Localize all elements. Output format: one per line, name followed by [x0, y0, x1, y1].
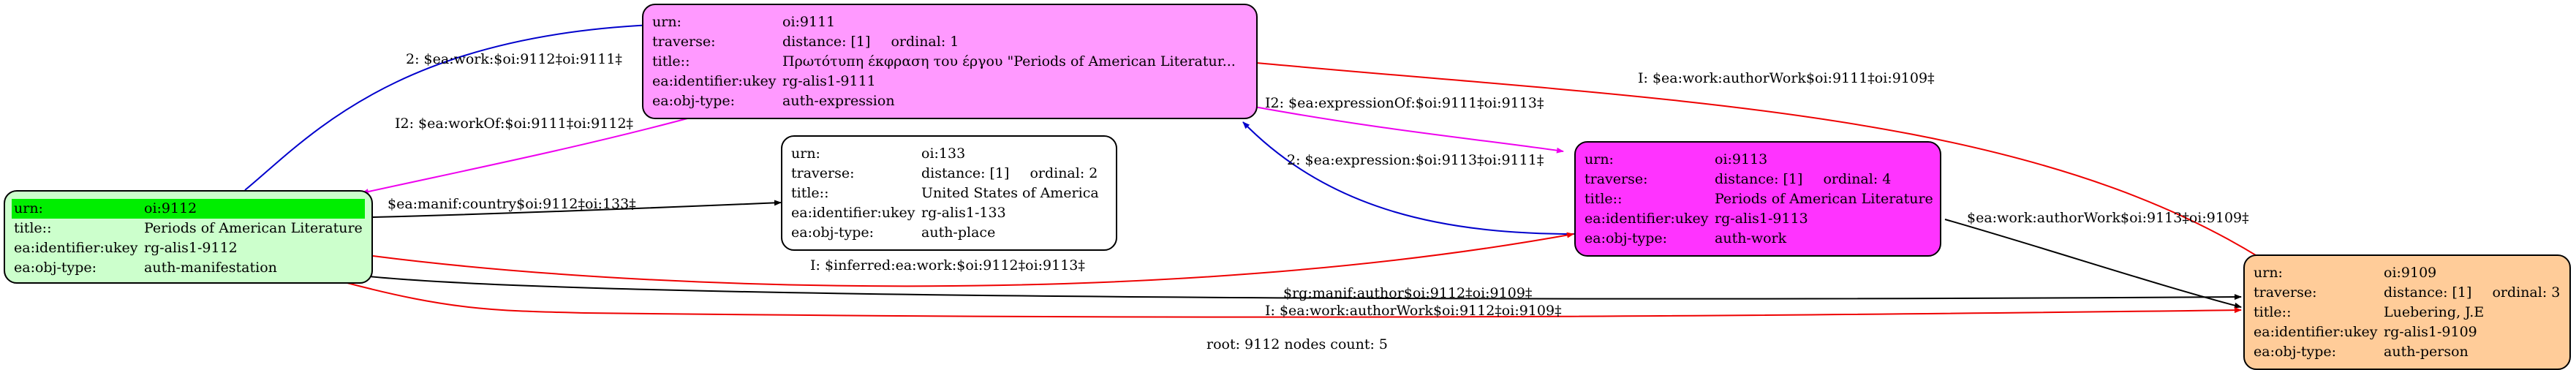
traverse-key: traverse: — [1584, 171, 1648, 187]
edge-expression-of — [1250, 105, 1564, 154]
node-person[interactable]: urn: oi:9109 traverse: distance: [1] ordina… — [2243, 254, 2571, 370]
title-value: United States of America — [921, 185, 1099, 201]
title-value: Luebering, J.E — [2384, 304, 2485, 320]
traverse-key: traverse: — [791, 165, 855, 181]
title-key: title:: — [652, 53, 690, 69]
title-value: Periods of American Literature — [1715, 191, 1933, 207]
title-value: Periods of American Literature — [144, 220, 363, 236]
ukey-key: ea:identifier:ukey — [791, 205, 915, 221]
edge-manif-author — [361, 275, 2242, 301]
ukey-value: rg-alis1-9112 — [144, 240, 238, 256]
urn-value: oi:9112 — [144, 200, 197, 216]
ordinal-value: ordinal: 3 — [2492, 284, 2561, 301]
ukey-value: rg-alis1-9113 — [1715, 211, 1808, 227]
type-key: ea:obj-type: — [652, 93, 736, 109]
ukey-key: ea:identifier:ukey — [2254, 324, 2378, 340]
type-value: auth-work — [1715, 230, 1787, 246]
ukey-key: ea:identifier:ukey — [1584, 211, 1709, 227]
edge-label-manif-author: $rg:manif:author$oi:9112‡oi:9109‡ — [1283, 285, 1533, 301]
edge-work — [244, 22, 654, 191]
urn-key: urn: — [791, 146, 820, 162]
node-expression[interactable]: urn: oi:9111 traverse: distance: [1] ordina… — [642, 4, 1258, 119]
urn-key: urn: — [652, 14, 681, 30]
ukey-key: ea:identifier:ukey — [14, 240, 138, 256]
edge-manif-country — [372, 200, 782, 218]
edge-label-manif-country: $ea:manif:country$oi:9112‡oi:133‡ — [388, 196, 636, 212]
node-manifestation-root[interactable]: urn: oi:9112 title::Periods of American L… — [4, 190, 373, 284]
urn-key: urn: — [2254, 265, 2283, 281]
ukey-value: rg-alis1-9111 — [782, 73, 876, 89]
traverse-key: traverse: — [652, 34, 716, 50]
title-key: title:: — [2254, 304, 2292, 320]
edge-label-expression-of: I2: $ea:expressionOf:$oi:9111‡oi:9113‡ — [1265, 95, 1544, 111]
type-value: auth-expression — [782, 93, 895, 109]
edge-label-author-work-9113: $ea:work:authorWork$oi:9113‡oi:9109‡ — [1967, 210, 2249, 226]
node-work[interactable]: urn: oi:9113 traverse: distance: [1] ordina… — [1574, 141, 1941, 257]
type-key: ea:obj-type: — [791, 224, 875, 241]
distance-value: distance: [1] — [1715, 171, 1803, 187]
title-key: title:: — [14, 220, 52, 236]
title-key: title:: — [791, 185, 829, 201]
distance-value: distance: [1] — [2384, 284, 2472, 301]
edge-author-work-9112 — [347, 282, 2242, 318]
urn-value: oi:9113 — [1715, 151, 1768, 167]
type-key: ea:obj-type: — [1584, 230, 1668, 246]
edge-work-of — [361, 115, 699, 195]
ukey-value: rg-alis1-9109 — [2384, 324, 2477, 340]
edge-author-work-9111 — [1248, 61, 2289, 277]
ukey-value: rg-alis1-133 — [921, 205, 1006, 221]
graph-footer: root: 9112 nodes count: 5 — [1206, 336, 1389, 352]
ordinal-value: ordinal: 1 — [891, 34, 959, 50]
edge-label-author-work-9111: I: $ea:work:authorWork$oi:9111‡oi:9109‡ — [1638, 70, 1935, 86]
distance-value: distance: [1] — [782, 34, 871, 50]
edge-label-inferred-work: I: $inferred:ea:work:$oi:9112‡oi:9113‡ — [810, 257, 1085, 273]
ordinal-value: ordinal: 2 — [1030, 165, 1098, 181]
ukey-key: ea:identifier:ukey — [652, 73, 777, 89]
edge-label-work: 2: $ea:work:$oi:9112‡oi:9111‡ — [406, 51, 622, 67]
ordinal-value: ordinal: 4 — [1823, 171, 1892, 187]
urn-key: urn: — [1584, 151, 1614, 167]
edge-inferred-work — [372, 232, 1574, 287]
edge-label-expression: 2: $ea:expression:$oi:9113‡oi:9111‡ — [1287, 152, 1544, 168]
type-key: ea:obj-type: — [14, 260, 97, 276]
type-value: auth-manifestation — [144, 260, 277, 276]
type-value: auth-place — [921, 224, 996, 241]
title-key: title:: — [1584, 191, 1623, 207]
edge-author-work-9113 — [1944, 219, 2242, 309]
edge-label-work-of: I2: $ea:workOf:$oi:9111‡oi:9112‡ — [395, 116, 634, 132]
type-key: ea:obj-type: — [2254, 344, 2337, 360]
urn-value: oi:9111 — [782, 14, 836, 30]
urn-key: urn: — [14, 200, 43, 216]
type-value: auth-person — [2384, 344, 2469, 360]
urn-value: oi:133 — [921, 146, 966, 162]
edge-label-author-work-9112: I: $ea:work:authorWork$oi:9112‡oi:9109‡ — [1265, 303, 1562, 319]
edge-expression — [1242, 121, 1576, 235]
urn-value: oi:9109 — [2384, 265, 2437, 281]
traverse-key: traverse: — [2254, 284, 2317, 301]
node-place[interactable]: urn: oi:133 traverse: distance: [1] ordinal… — [781, 135, 1117, 251]
distance-value: distance: [1] — [921, 165, 1010, 181]
title-value: Πρωτότυπη έκφραση του έργου "Periods of … — [782, 53, 1236, 69]
